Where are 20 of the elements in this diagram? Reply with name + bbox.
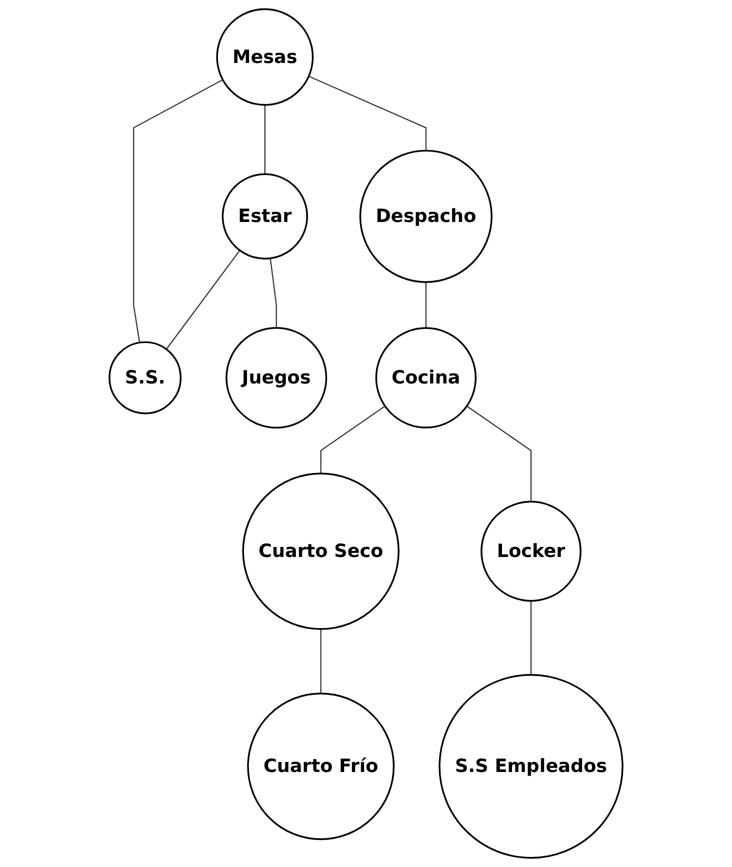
node-circle: Mesas (216, 8, 314, 106)
connector (264, 104, 266, 174)
node-circle: Despacho (359, 150, 492, 283)
connector (530, 600, 532, 675)
node-circle: Estar (222, 173, 308, 260)
connector (425, 282, 427, 328)
connector (308, 76, 427, 151)
node-circle: Locker (480, 500, 582, 602)
node-circle: Cocina (375, 327, 477, 428)
connector (270, 258, 277, 328)
connector (466, 406, 532, 502)
node-circle: S.S. (108, 341, 182, 414)
node-circle: Cuarto Seco (242, 472, 400, 630)
connector (166, 250, 240, 350)
connector (320, 406, 386, 474)
connector (133, 79, 224, 343)
connector (320, 629, 322, 694)
node-circle: S.S Empleados (438, 674, 624, 859)
node-circle: Juegos (226, 327, 328, 429)
node-circle: Cuarto Frío (247, 692, 395, 840)
